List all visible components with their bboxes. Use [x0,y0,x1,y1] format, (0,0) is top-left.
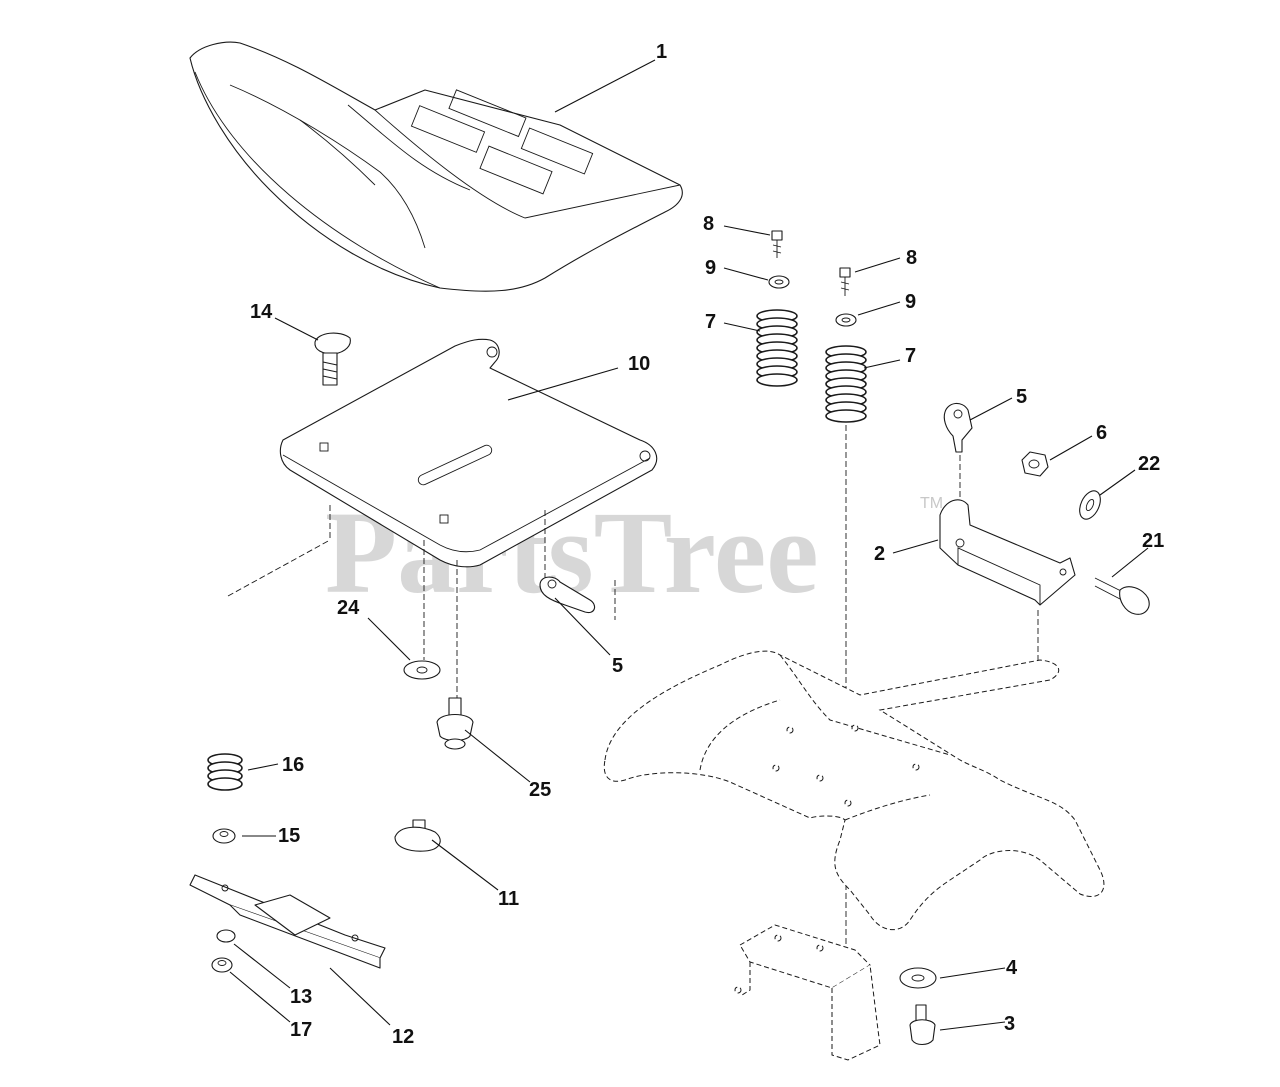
frame-bolt-part[interactable] [909,1004,936,1046]
callout-15: 15 [278,825,300,847]
callout-8-right: 8 [906,247,917,269]
callout-10: 10 [628,353,650,375]
callout-13: 13 [290,986,312,1008]
rail-nut-part[interactable] [216,929,236,943]
adjustment-knob-part[interactable] [394,819,441,852]
callout-5-lower: 5 [612,655,623,677]
callout-7-right: 7 [905,345,916,367]
screw-right-part[interactable] [839,267,851,296]
lower-frame-bracket [734,924,881,1061]
callout-4: 4 [1006,957,1018,979]
callout-9-right: 9 [905,291,916,313]
callout-24: 24 [337,597,360,619]
nut-part[interactable] [212,828,236,844]
callout-17: 17 [290,1019,312,1041]
callout-5-upper: 5 [1016,386,1027,408]
bracket-washer-part[interactable] [1076,488,1105,523]
seat-spring-right-part[interactable] [825,345,867,423]
callout-16: 16 [282,754,304,776]
rail-locknut-part[interactable] [211,957,233,973]
callout-3: 3 [1004,1013,1015,1035]
washer-part[interactable] [403,660,441,680]
slide-rail-part[interactable] [189,874,386,969]
callout-9-left: 9 [705,257,716,279]
callout-14: 14 [250,301,273,323]
compression-spring-part[interactable] [207,753,243,791]
callout-1: 1 [656,41,667,63]
seat-clip-part[interactable] [539,576,596,614]
seat-pan-part[interactable] [279,338,658,568]
callout-2: 2 [874,543,885,565]
callout-8-left: 8 [703,213,714,235]
spring-washer-left-part[interactable] [768,275,790,289]
callout-7-left: 7 [705,311,716,333]
locknut-part[interactable] [1021,451,1049,477]
callout-6: 6 [1096,422,1107,444]
seat-part[interactable] [189,41,683,292]
carriage-bolt-part[interactable] [314,332,351,386]
spring-washer-right-part[interactable] [835,313,857,327]
frame-washer-part[interactable] [899,967,937,989]
screw-left-part[interactable] [771,230,783,258]
shoulder-bolt-part[interactable] [436,697,474,750]
hex-bolt-part[interactable] [1094,577,1150,615]
callout-22: 22 [1138,453,1160,475]
frame-reference [603,650,1105,930]
bracket-clip-part[interactable] [943,402,973,453]
watermark-trademark: TM [920,495,943,512]
callout-21: 21 [1142,530,1164,552]
seat-spring-left-part[interactable] [756,309,798,387]
pivot-bracket-part[interactable] [939,499,1076,606]
callout-11: 11 [498,888,519,910]
callout-12: 12 [392,1026,414,1048]
callout-25: 25 [529,779,551,801]
